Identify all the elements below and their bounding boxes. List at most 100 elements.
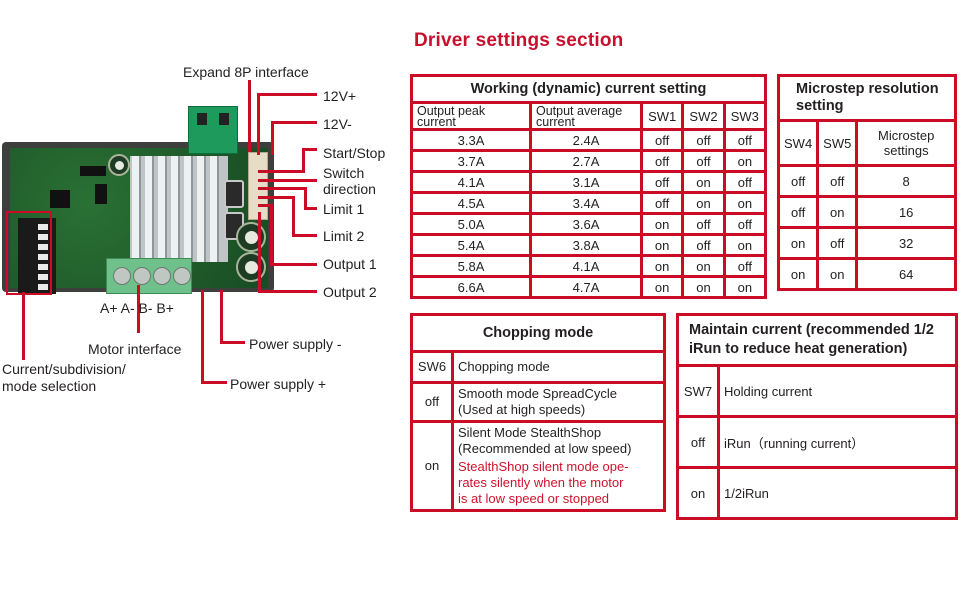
- label-12v-plus: 12V+: [323, 88, 357, 104]
- table-title: Working (dynamic) current setting: [410, 74, 767, 104]
- cell: on: [639, 254, 685, 278]
- cell-line: Smooth mode SpreadCycle: [458, 386, 617, 401]
- leader-line: [258, 290, 317, 293]
- cell: 3.1A: [529, 170, 643, 194]
- table-row: on Silent Mode StealthShop (Recommended …: [410, 420, 666, 512]
- ic-chip: [50, 190, 70, 208]
- cell: 2.7A: [529, 149, 643, 173]
- cell: off: [776, 195, 820, 229]
- cell: 3.8A: [529, 233, 643, 257]
- cell: on: [639, 233, 685, 257]
- cell: 32: [855, 226, 957, 260]
- heatsink: [130, 156, 228, 262]
- cell: off: [776, 164, 820, 198]
- cell: on: [639, 212, 685, 236]
- label-switch-direction-2: direction: [323, 181, 376, 197]
- motor-terminal-block: [106, 258, 192, 294]
- leader-line: [270, 263, 317, 266]
- label-12v-minus: 12V-: [323, 116, 352, 132]
- column-header: SW4: [776, 119, 820, 167]
- leader-line: [292, 196, 295, 236]
- leader-line: [292, 234, 317, 237]
- driver-board-image: [2, 142, 274, 294]
- leader-line: [220, 290, 223, 343]
- dip-switch-block: [18, 218, 56, 294]
- cell: on: [722, 275, 768, 299]
- leader-line: [258, 204, 272, 207]
- cell: off: [816, 226, 859, 260]
- column-header: Chopping mode: [451, 350, 666, 384]
- cell: on: [410, 420, 454, 512]
- cell: Smooth mode SpreadCycle (Used at high sp…: [451, 381, 666, 423]
- label-selection-2: mode selection: [2, 378, 97, 394]
- leader-line: [257, 93, 317, 96]
- screw-icon: [113, 267, 131, 285]
- power-terminal-block: [188, 106, 238, 154]
- leader-line: [258, 179, 317, 182]
- leader-line: [304, 207, 317, 210]
- resistor: [224, 180, 244, 208]
- title-line: Maintain current (recommended 1/2: [689, 322, 934, 338]
- cell: Silent Mode StealthShop (Recommended at …: [451, 420, 666, 512]
- cell: SW7: [676, 364, 720, 418]
- capacitor-icon: [236, 222, 266, 252]
- cell: 8: [855, 164, 957, 198]
- cell: on: [681, 191, 726, 215]
- leader-line: [137, 285, 140, 333]
- leader-line: [302, 148, 305, 171]
- cell: on: [722, 191, 768, 215]
- cell: 3.3A: [410, 128, 532, 152]
- note-line: is at low speed or stopped: [458, 491, 610, 506]
- note-line: rates silently when the motor: [458, 475, 624, 490]
- cell: 3.4A: [529, 191, 643, 215]
- chopping-mode-table: Chopping mode SW6 Chopping mode off Smoo…: [410, 313, 666, 512]
- cell: off: [639, 128, 685, 152]
- leader-line: [302, 148, 317, 151]
- cell: on: [816, 195, 859, 229]
- cell: off: [722, 128, 768, 152]
- ic-chip: [95, 184, 107, 204]
- cell: 4.7A: [529, 275, 643, 299]
- column-header: SW1: [639, 101, 685, 131]
- cell: on: [639, 275, 685, 299]
- title-line: iRun to reduce heat generation): [689, 341, 908, 357]
- leader-line: [258, 196, 294, 199]
- screw-icon: [173, 267, 191, 285]
- leader-line: [258, 212, 261, 292]
- screw-icon: [153, 267, 171, 285]
- expand-8p-connector: [248, 152, 268, 220]
- cell: 1/2iRun: [717, 466, 958, 520]
- capacitor-icon: [108, 154, 130, 176]
- table-row: SW6 Chopping mode: [410, 350, 666, 384]
- cell: on: [776, 257, 820, 291]
- cell: on: [676, 466, 720, 520]
- label-output-2: Output 2: [323, 284, 377, 300]
- label-power-supply-minus: Power supply -: [249, 336, 342, 352]
- cell: on: [681, 275, 726, 299]
- table-title: Chopping mode: [410, 313, 666, 353]
- screw-icon: [133, 267, 151, 285]
- label-limit-2: Limit 2: [323, 228, 365, 244]
- label-expand-8p-interface: Expand 8P interface: [183, 64, 309, 80]
- cell-line: (Recommended at low speed): [458, 441, 632, 456]
- cell: 3.7A: [410, 149, 532, 173]
- cell: off: [639, 191, 685, 215]
- cell-line: Silent Mode StealthShop: [458, 425, 602, 440]
- table-row: off Smooth mode SpreadCycle (Used at hig…: [410, 381, 666, 423]
- pcb: [10, 148, 268, 294]
- leader-line: [22, 292, 25, 360]
- cell: 2.4A: [529, 128, 643, 152]
- leader-line: [270, 204, 273, 265]
- cell: off: [722, 254, 768, 278]
- label-selection-1: Current/subdivision/: [2, 361, 126, 377]
